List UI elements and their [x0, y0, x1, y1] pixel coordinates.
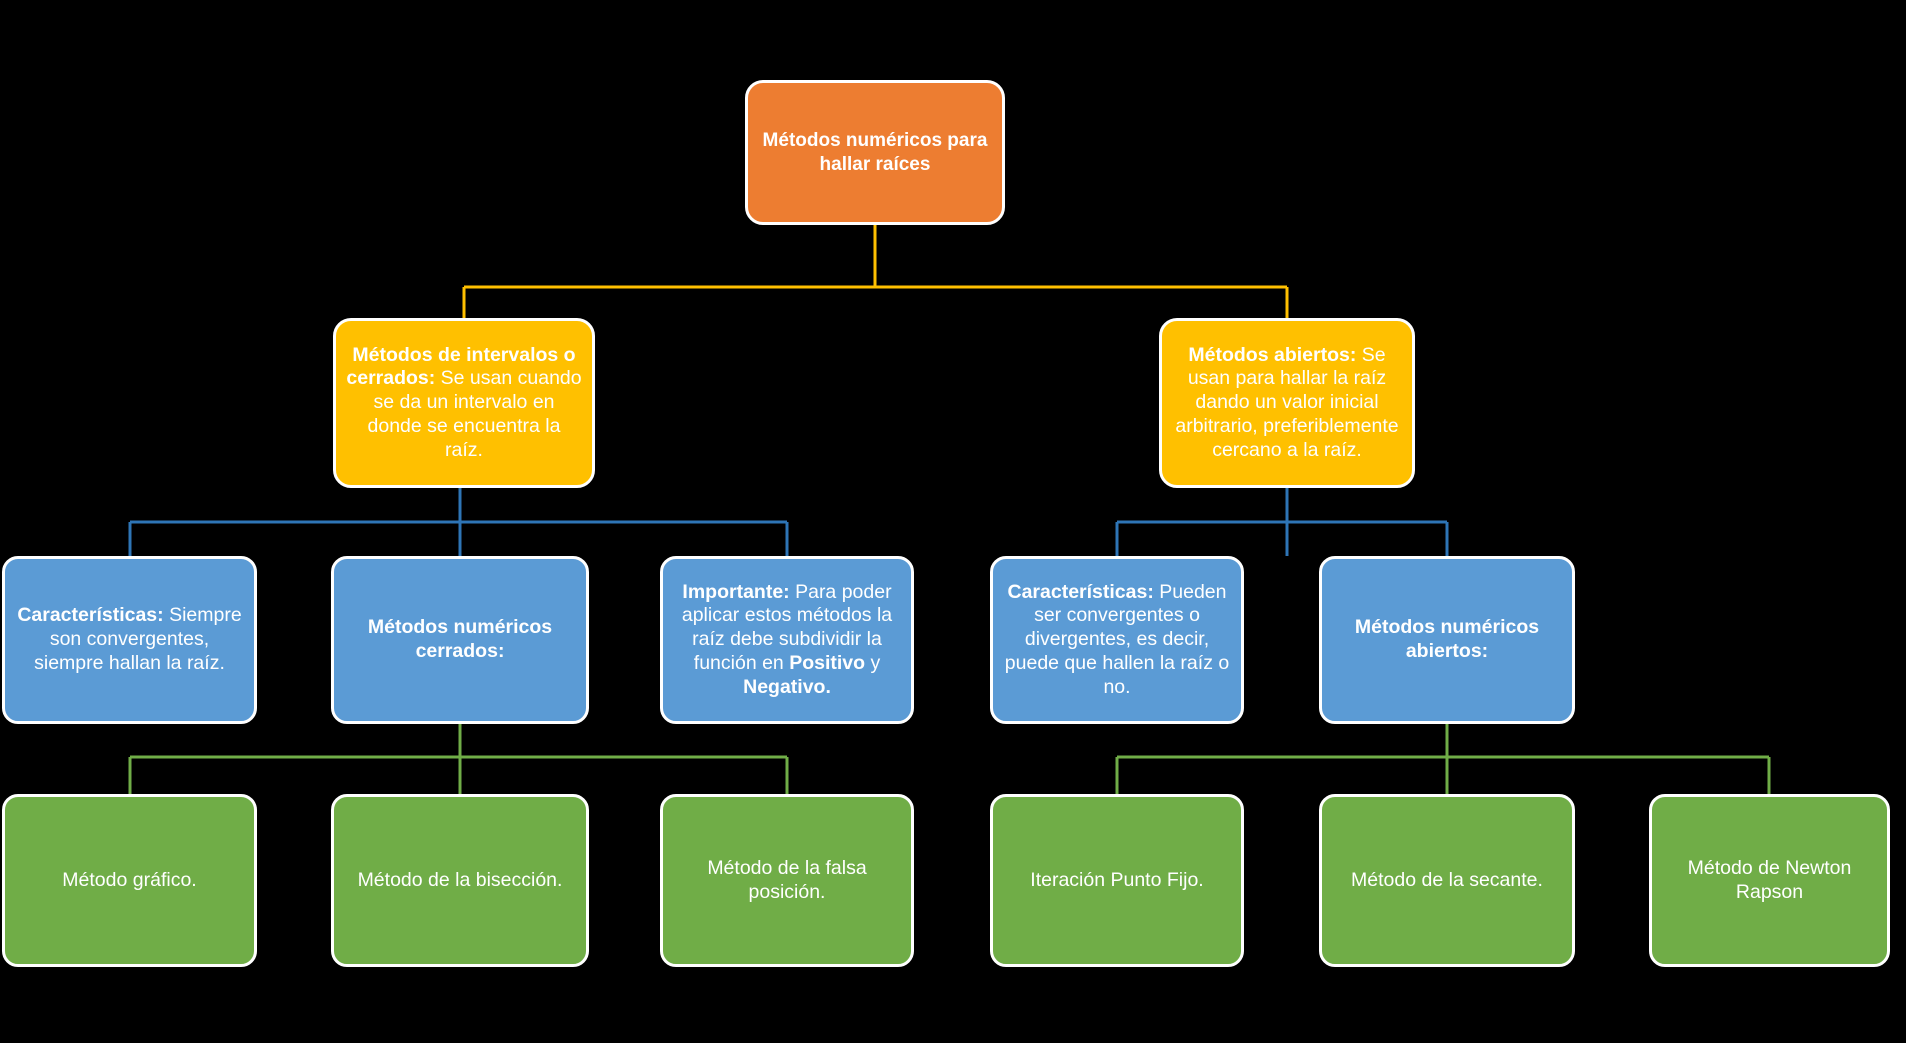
node-metodo-newton-rapson[interactable]: Método de Newton Rapson: [1649, 794, 1890, 967]
node-importante-label: Importante: Para poder aplicar estos mét…: [673, 581, 901, 700]
node-metodos-numericos-cerrados[interactable]: Métodos numéricos cerrados:: [331, 556, 589, 724]
rest-text: Siempre son convergentes, siempre hallan…: [34, 604, 242, 674]
bold-lead: Características:: [1007, 580, 1154, 603]
node-metodo-secante-label: Método de la secante.: [1351, 868, 1543, 891]
node-metodo-biseccion[interactable]: Método de la bisección.: [331, 794, 589, 967]
connector-abiertos-to-level4: [1115, 724, 1771, 794]
part1-text: Para poder aplicar estos métodos la raíz…: [681, 580, 893, 674]
connector-cerrados-to-level4: [128, 724, 789, 794]
rest-text: Se usan para hallar la raíz dando un val…: [1175, 343, 1399, 461]
node-caracteristicas-cerrados[interactable]: Características: Siempre son convergente…: [2, 556, 257, 724]
node-metodo-newton-rapson-label: Método de Newton Rapson: [1687, 856, 1852, 903]
node-metodo-falsa-posicion[interactable]: Método de la falsa posición.: [660, 794, 914, 967]
bold-lead: Importante:: [682, 580, 790, 603]
node-metodos-numericos-abiertos[interactable]: Métodos numéricos abiertos:: [1319, 556, 1575, 724]
bold-positivo: Positivo: [789, 651, 866, 674]
node-caracteristicas-cerrados-label: Características: Siempre son convergente…: [15, 604, 244, 675]
node-metodos-numericos-cerrados-label: Métodos numéricos cerrados:: [367, 616, 553, 662]
part2-text: y: [865, 651, 881, 674]
node-metodos-abiertos[interactable]: Métodos abiertos: Se usan para hallar la…: [1159, 318, 1415, 488]
node-metodo-falsa-posicion-label: Método de la falsa posición.: [707, 856, 867, 903]
rest-text: Se usan cuando se da un intervalo en don…: [367, 367, 582, 461]
node-importante[interactable]: Importante: Para poder aplicar estos mét…: [660, 556, 914, 724]
node-metodo-biseccion-label: Método de la bisección.: [357, 868, 563, 891]
node-metodo-grafico[interactable]: Método gráfico.: [2, 794, 257, 967]
bold-negativo: Negativo.: [743, 675, 831, 698]
node-metodo-grafico-label: Método gráfico.: [62, 868, 197, 891]
rest-text: Pueden ser convergentes o divergentes, e…: [1004, 580, 1230, 698]
connector-root-to-level2: [462, 225, 1289, 318]
connector-abiertos-to-level3: [1115, 488, 1449, 556]
node-caracteristicas-abiertos-label: Características: Pueden ser convergentes…: [1003, 581, 1231, 700]
bold-lead: Características:: [17, 604, 164, 627]
node-metodos-cerrados[interactable]: Métodos de intervalos o cerrados: Se usa…: [333, 318, 595, 488]
node-root-label: Métodos numéricos para hallar raíces: [762, 130, 988, 175]
node-iteracion-punto-fijo[interactable]: Iteración Punto Fijo.: [990, 794, 1244, 967]
node-root[interactable]: Métodos numéricos para hallar raíces: [745, 80, 1005, 225]
node-iteracion-punto-fijo-label: Iteración Punto Fijo.: [1030, 868, 1204, 891]
node-metodos-cerrados-label: Métodos de intervalos o cerrados: Se usa…: [346, 344, 582, 463]
node-metodo-secante[interactable]: Método de la secante.: [1319, 794, 1575, 967]
node-caracteristicas-abiertos[interactable]: Características: Pueden ser convergentes…: [990, 556, 1244, 724]
node-metodos-numericos-abiertos-label: Métodos numéricos abiertos:: [1354, 616, 1540, 662]
connector-cerrados-to-level3: [128, 488, 789, 556]
bold-lead: Métodos abiertos:: [1188, 343, 1357, 366]
node-metodos-abiertos-label: Métodos abiertos: Se usan para hallar la…: [1172, 344, 1402, 463]
bold-lead: Métodos de intervalos o cerrados:: [346, 343, 576, 390]
